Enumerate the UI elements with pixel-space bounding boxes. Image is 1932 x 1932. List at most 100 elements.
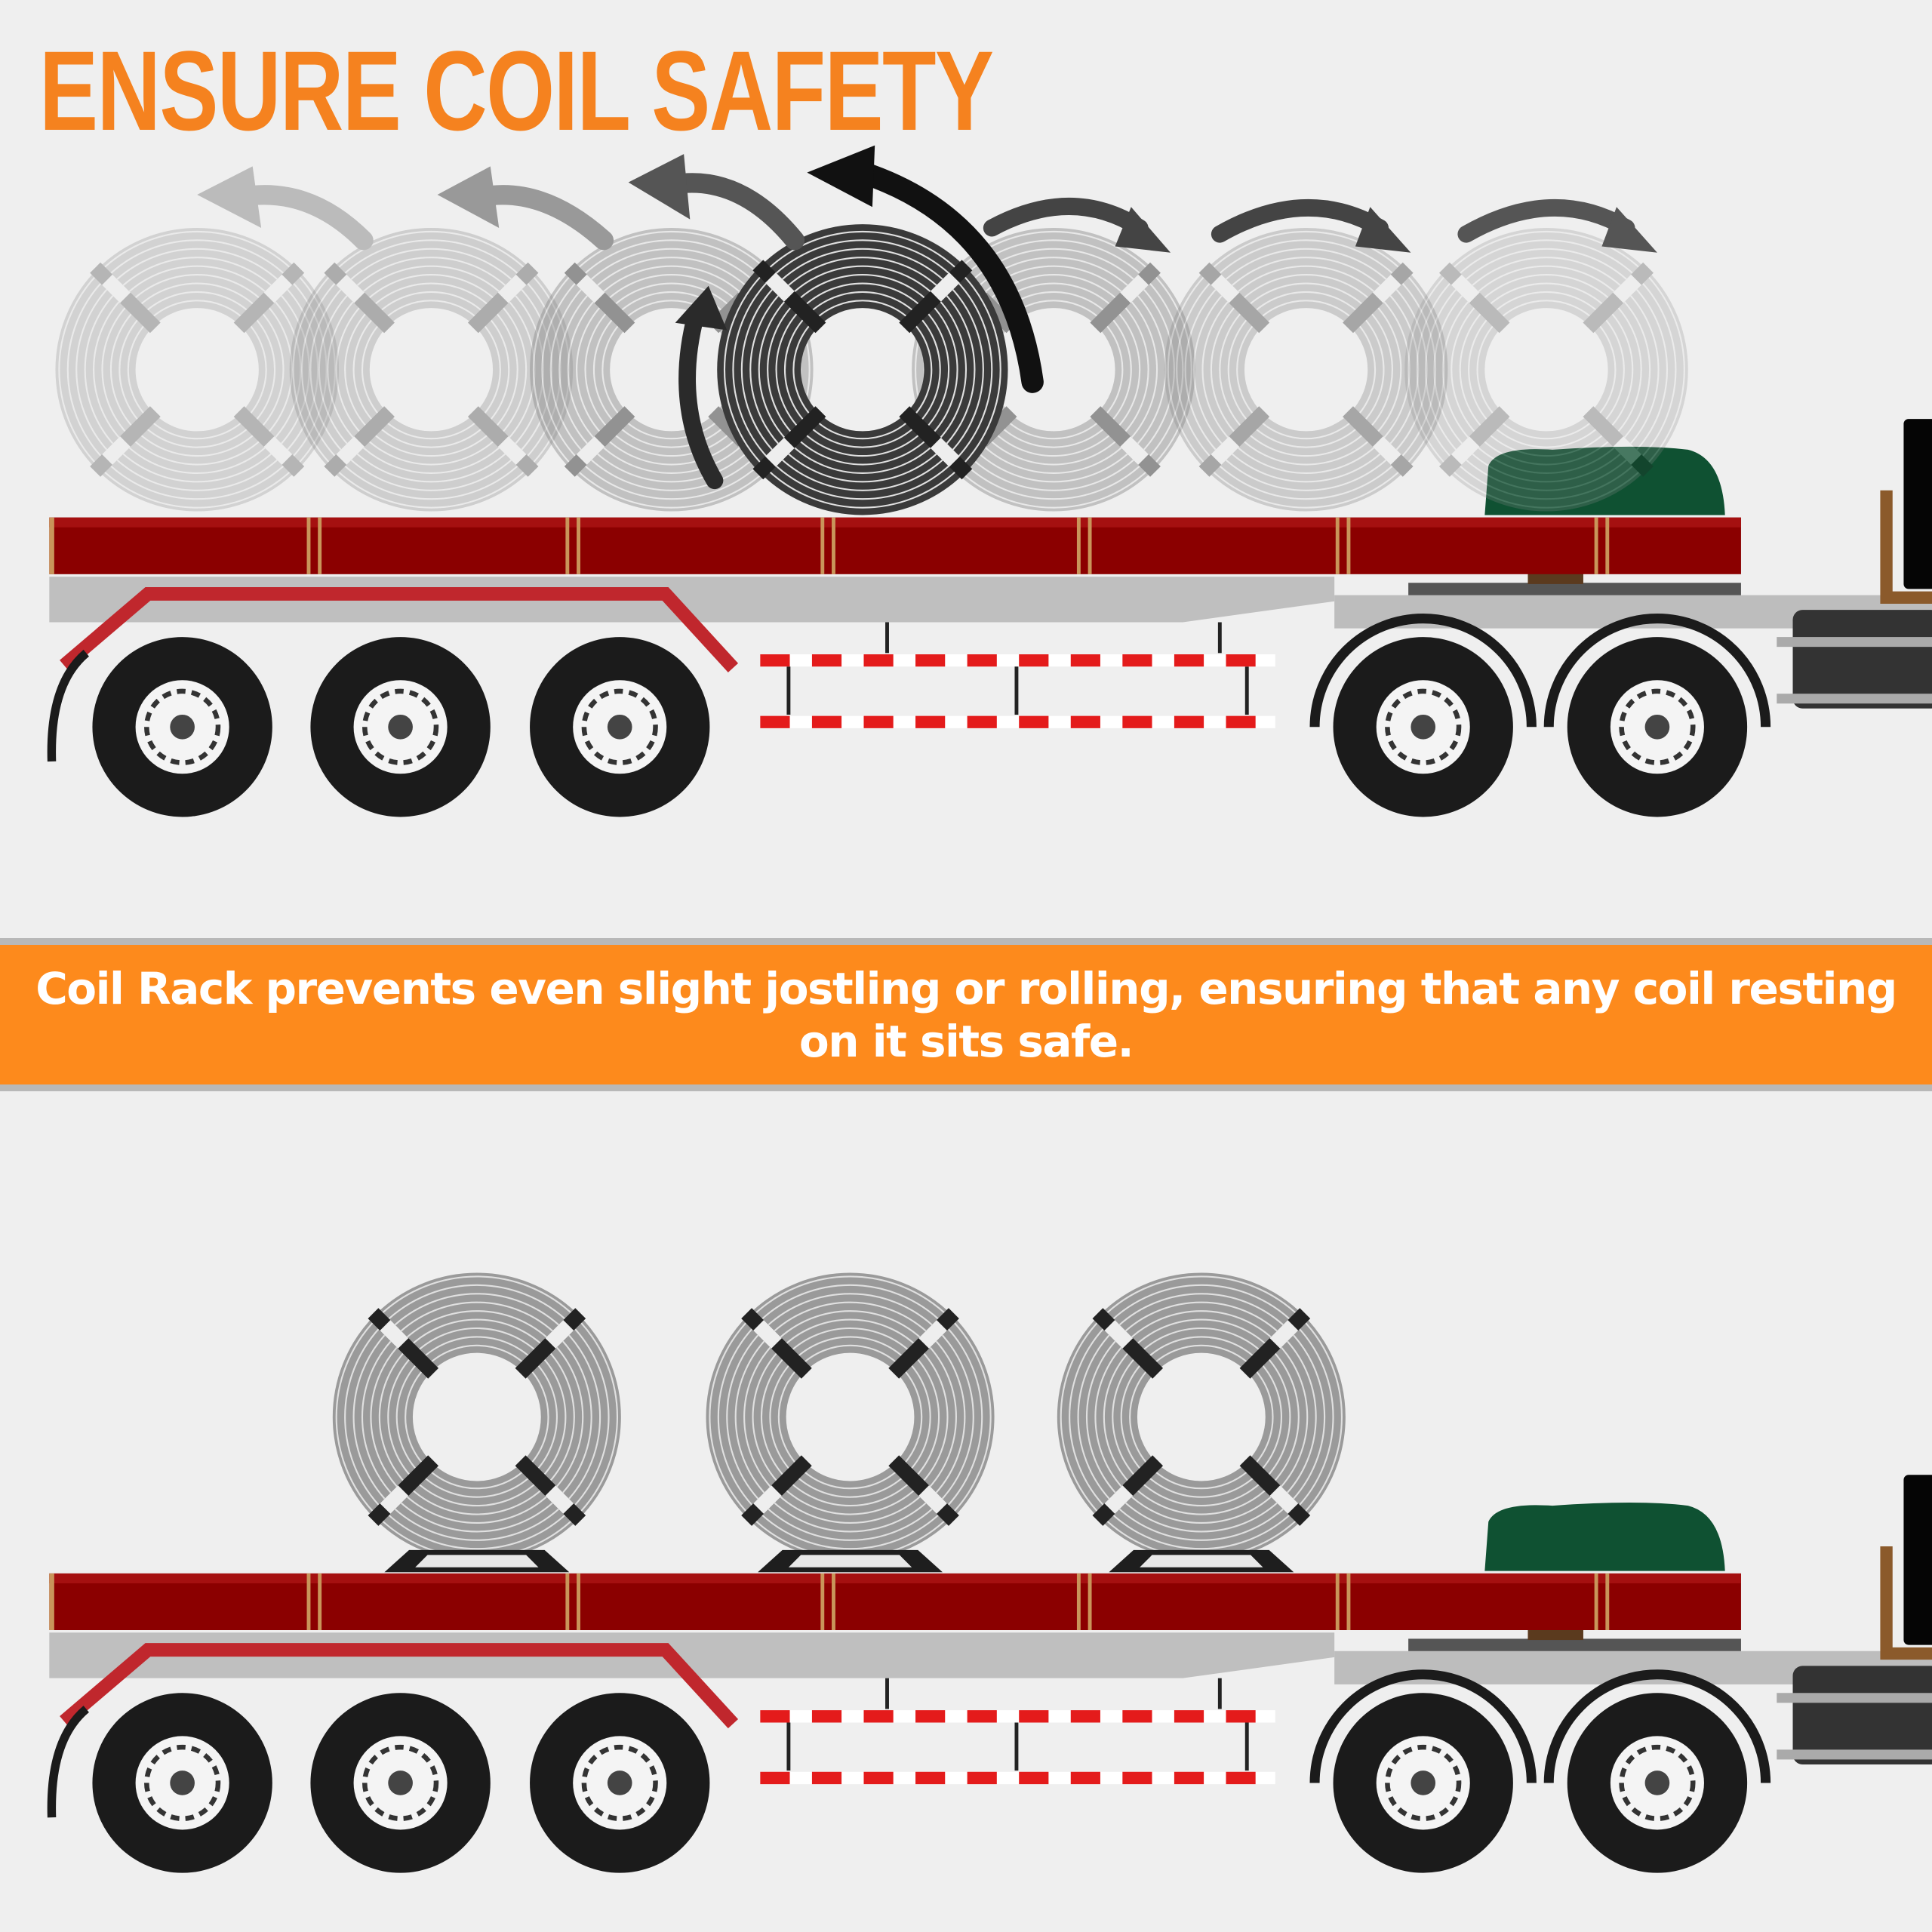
deck-stake: [577, 1573, 580, 1630]
strap-clip: [1120, 274, 1149, 303]
deck-highlight: [49, 517, 1741, 528]
deck-end: [49, 517, 54, 574]
deck-stake: [1346, 1573, 1351, 1630]
coil-strap: [1090, 406, 1161, 477]
wheel: [1567, 1693, 1748, 1873]
deck-stake: [1088, 517, 1092, 574]
axle-cap: [1644, 714, 1670, 740]
coil-rack-cradle: [415, 1555, 539, 1567]
strap-clip: [765, 437, 795, 467]
coil-wrap-line: [1219, 282, 1393, 457]
coil-wrap-line: [726, 1293, 974, 1541]
coil-strap: [564, 262, 635, 334]
deck-stake: [1076, 517, 1081, 574]
deck-stake: [1335, 517, 1340, 574]
coil-body: [332, 1272, 621, 1561]
coil-strap: [1198, 406, 1270, 477]
rolling-coil: [717, 224, 1008, 515]
roll-forward-arrow: [1211, 199, 1389, 243]
coil-wrap-line: [118, 291, 276, 448]
coil-wrap-line: [1167, 230, 1445, 509]
coil-strap: [899, 260, 973, 334]
hub-bolts: [1619, 688, 1696, 765]
coil-wrap-line: [775, 282, 950, 457]
mudflap: [47, 1706, 90, 1818]
strap-clip: [1211, 436, 1240, 465]
deck-stake: [832, 517, 835, 574]
deck-stake: [1605, 517, 1610, 574]
strap-clip: [576, 274, 605, 303]
coil-strap: [899, 406, 973, 480]
coil-wrap-line: [84, 257, 310, 483]
deck-stake: [1088, 1573, 1092, 1630]
coil-wrap-line: [66, 239, 328, 500]
coil-body: [706, 1272, 995, 1561]
tank-strap: [1777, 1693, 1932, 1703]
rock-arrow-head: [675, 285, 728, 331]
caption-banner: Coil Rack prevents even slight jostling …: [0, 938, 1932, 1091]
coil-rack-cradle: [788, 1555, 912, 1567]
tank-strap: [1777, 694, 1932, 704]
axle-cap: [170, 1770, 195, 1795]
coil-wrap-line: [300, 239, 561, 500]
coil-strap: [90, 262, 161, 334]
coil-body: [1404, 228, 1688, 512]
coil-strap: [1583, 406, 1654, 477]
trailer-scene-secured-coils: [47, 1272, 1932, 1873]
deck-stake: [306, 517, 311, 574]
coil-wrap-line: [740, 248, 984, 491]
truck-cab-rear: [1903, 1475, 1932, 1645]
strap-clip: [1104, 1320, 1134, 1349]
coil-rack-cradle: [1140, 1555, 1263, 1567]
strap-clip: [1211, 274, 1240, 303]
coil-wrap-line: [1227, 291, 1385, 448]
coil-body: [1164, 228, 1448, 512]
coil-wrap-line: [109, 282, 285, 457]
coil-wrap-line: [327, 265, 536, 474]
roll-forward-arrow-head: [1355, 207, 1411, 253]
coil-wrap-line: [923, 239, 1184, 500]
hub-bolts: [144, 1744, 221, 1822]
deck-stake: [318, 517, 322, 574]
axle-cap: [388, 714, 413, 740]
deck-stake: [832, 1573, 835, 1630]
strap-clip: [545, 1320, 574, 1349]
deck-stake: [1335, 1573, 1340, 1630]
deck-stake: [306, 1573, 311, 1630]
strap-clip: [1372, 436, 1401, 465]
coil-wrap-line: [1424, 248, 1669, 491]
hub-bolts: [1385, 688, 1462, 765]
strap-clip: [1613, 274, 1642, 303]
coil-strap: [1343, 262, 1414, 334]
coil-wrap-line: [769, 1336, 931, 1498]
strap-clip: [380, 1485, 409, 1514]
coil-wrap-line: [1441, 265, 1651, 474]
coil-wrap-line: [792, 300, 933, 440]
rollback-arrow-head: [628, 154, 691, 220]
mudguard-rail: [60, 1643, 739, 1729]
coil-wrap-line: [1112, 1327, 1291, 1507]
coil-wrap-line: [387, 1327, 567, 1507]
axle-cap: [170, 714, 195, 740]
mudguard-rail: [60, 586, 739, 672]
coil-strap: [1090, 262, 1161, 334]
strap-clip: [336, 274, 365, 303]
coil-wrap-line: [352, 291, 510, 448]
hub-bolts: [1385, 1744, 1462, 1822]
coil-wrap-line: [1085, 1301, 1317, 1533]
coil-strap: [467, 406, 539, 477]
coil-strap: [1092, 1455, 1164, 1526]
flatbed-trailer: [47, 419, 1932, 817]
tank-strap: [1777, 637, 1932, 648]
coil-wrap-line: [344, 1284, 610, 1550]
wheel: [310, 637, 491, 817]
rollback-arrow-head: [437, 166, 500, 229]
coil-wrap-line: [1129, 1344, 1274, 1490]
coil-wrap-line: [309, 248, 553, 491]
fifth-wheel-bracket: [1880, 1546, 1932, 1660]
strap-clip: [753, 1485, 782, 1514]
coil-wrap-line: [767, 274, 958, 466]
coil-wrap-line: [1094, 1310, 1309, 1524]
tarp-cover: [1484, 446, 1725, 515]
